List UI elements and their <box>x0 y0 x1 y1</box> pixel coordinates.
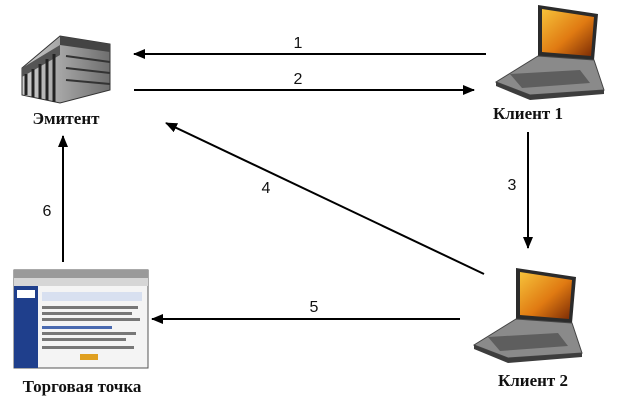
shop-label: Торговая точка <box>23 377 142 396</box>
arrow-2-label: 2 <box>294 71 303 88</box>
arrow-1-label: 1 <box>294 35 303 52</box>
client1-label: Клиент 1 <box>493 104 563 123</box>
arrow-3-label: 3 <box>508 177 517 194</box>
arrow-3: 3 <box>508 132 533 249</box>
client2-label: Клиент 2 <box>498 371 568 390</box>
arrow-2: 2 <box>134 71 475 95</box>
arrow-4-label: 4 <box>262 180 271 197</box>
arrow-6-label: 6 <box>43 203 52 220</box>
building-icon <box>21 35 111 104</box>
arrow-1: 1 <box>133 35 486 59</box>
laptop-icon <box>472 268 583 363</box>
arrow-4: 4 <box>165 122 485 275</box>
arrow-5-label: 5 <box>310 299 319 316</box>
arrow-5: 5 <box>151 299 460 324</box>
laptop-icon <box>494 5 605 100</box>
arrow-6: 6 <box>43 135 68 262</box>
web-page-icon <box>13 269 149 369</box>
issuer-label: Эмитент <box>33 109 101 128</box>
